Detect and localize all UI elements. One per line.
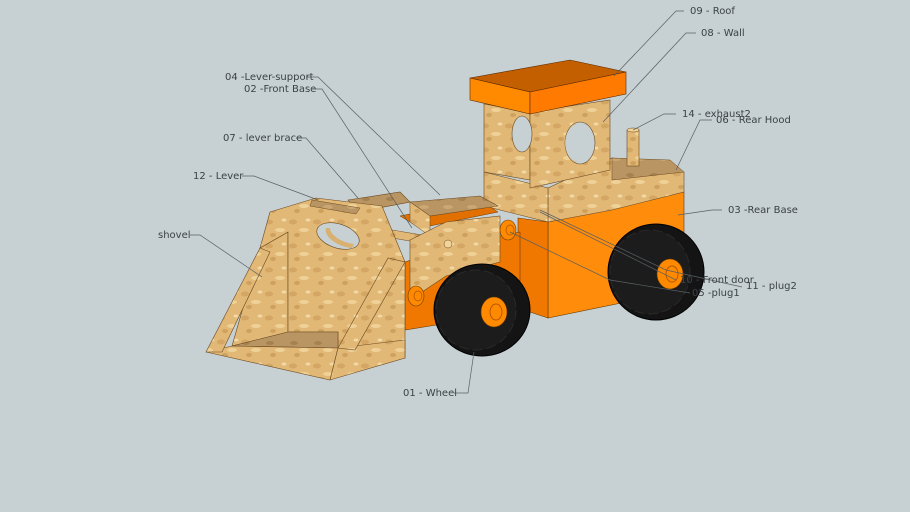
label-lever-support: 04 -Lever-support (225, 72, 314, 83)
label-plug1: 05 -plug1 (692, 288, 740, 299)
shovel[interactable] (205, 197, 406, 381)
label-rear-base: 03 -Rear Base (728, 205, 798, 216)
label-wall: 08 - Wall (701, 28, 745, 39)
roof[interactable] (469, 59, 627, 115)
label-rear-hood: 06 - Rear Hood (716, 115, 791, 126)
label-exhaust2: 14 - exhaust2 (682, 109, 751, 120)
label-front-door: 10 - Front door (680, 275, 754, 286)
leader-lines (190, 10, 743, 394)
label-wheel: 01 - Wheel (403, 388, 457, 399)
wheel-rear[interactable] (607, 223, 705, 321)
label-plug2: 11 - plug2 (746, 281, 797, 292)
plug1[interactable] (407, 285, 425, 307)
label-lever-brace: 07 - lever brace (223, 133, 303, 144)
wheel-front[interactable] (433, 263, 531, 357)
wall[interactable] (483, 99, 611, 189)
plug2[interactable] (499, 219, 517, 241)
label-shovel: shovel (158, 230, 191, 241)
label-front-base: 02 -Front Base (244, 84, 317, 95)
exhaust2[interactable] (626, 127, 640, 167)
label-roof: 09 - Roof (690, 6, 735, 17)
label-lever: 12 - Lever (193, 171, 244, 182)
